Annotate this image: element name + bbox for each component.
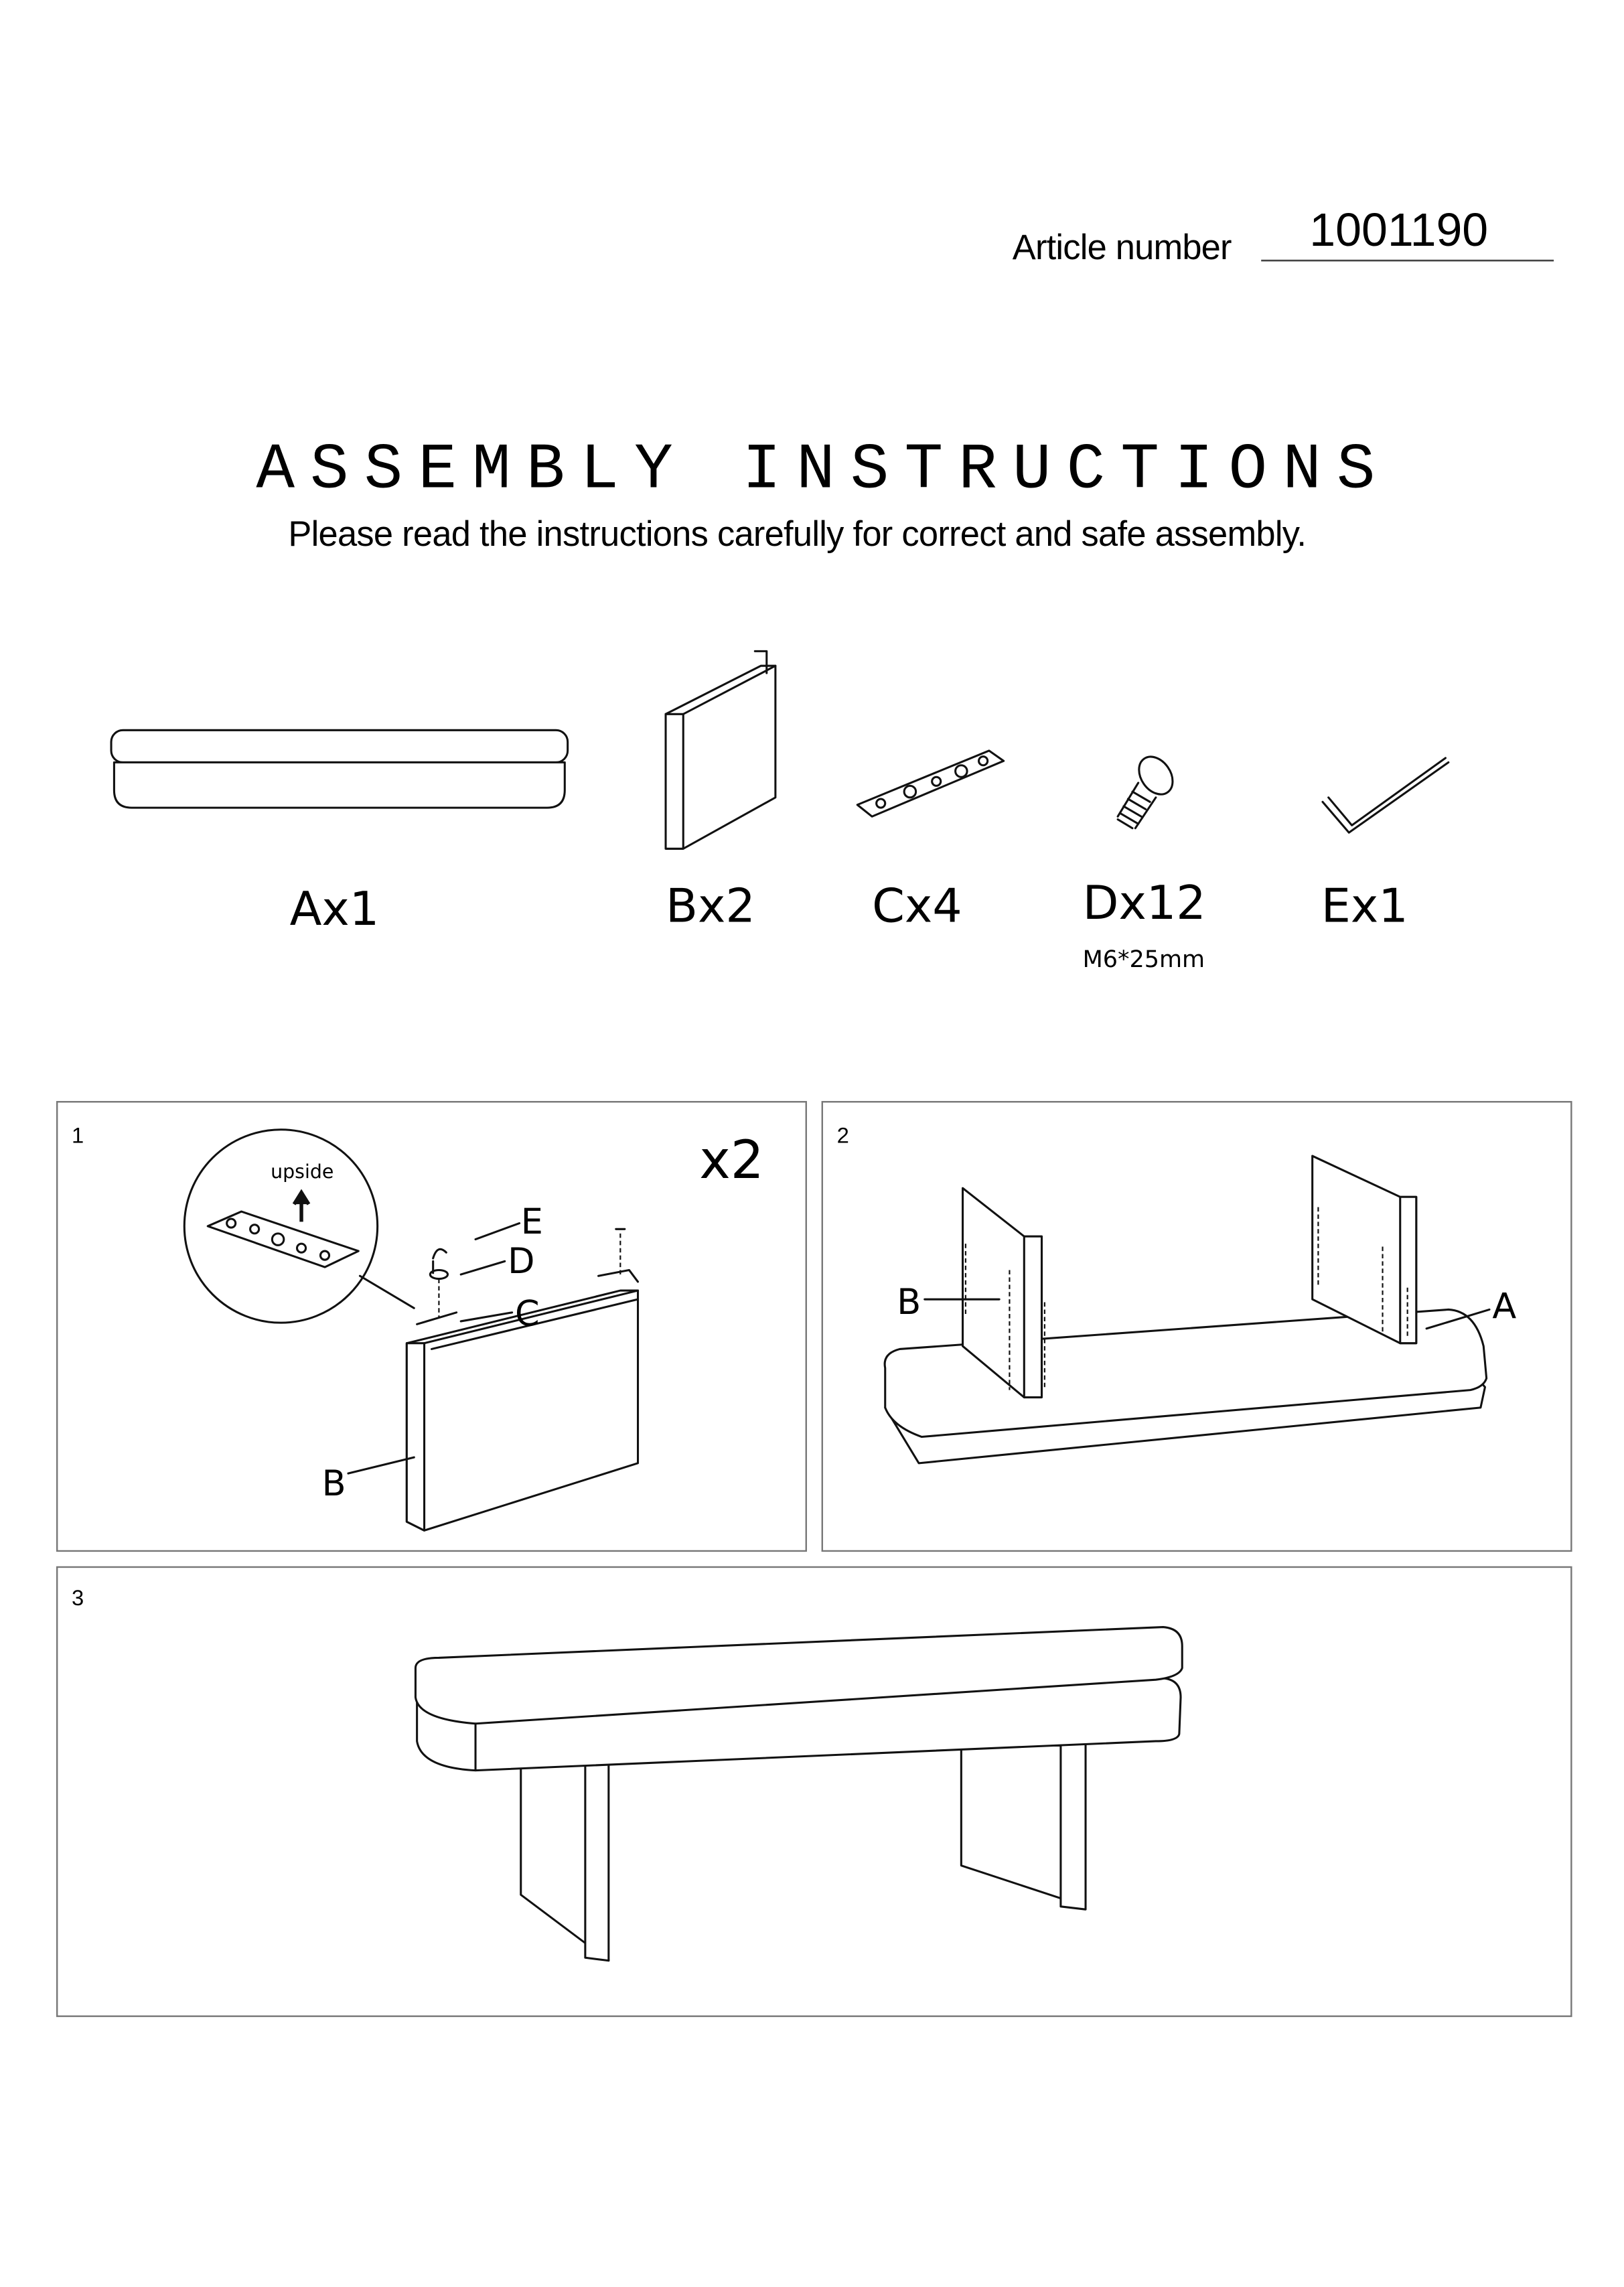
part-a-label: Ax1 (290, 882, 380, 936)
part-b-label: Bx2 (666, 879, 755, 934)
step-3-panel: 3 (56, 1566, 1572, 2017)
label-c: C (515, 1293, 540, 1334)
allen-key-icon (1321, 757, 1450, 834)
arrow-up-icon (292, 1189, 311, 1222)
step-number: 3 (72, 1585, 84, 1610)
step-2-panel: 2 B A (821, 1101, 1572, 1552)
leg-panel-icon (664, 650, 777, 850)
label-b: B (897, 1282, 921, 1323)
bench-seat-icon (110, 729, 569, 809)
step-1-panel: 1 x2 upside E D C B (56, 1101, 807, 1552)
label-e: E (521, 1201, 543, 1242)
label-b: B (322, 1463, 346, 1504)
part-d-spec: M6*25mm (1083, 946, 1205, 973)
part-c-label: Cx4 (872, 879, 962, 934)
part-d-label: Dx12 (1083, 876, 1206, 930)
page-title: ASSEMBLY INSTRUCTIONS (256, 434, 1375, 507)
step-multiplier: x2 (699, 1129, 764, 1191)
part-e-label: Ex1 (1321, 879, 1408, 934)
detail-callout-circle (183, 1128, 379, 1324)
label-a: A (1492, 1286, 1516, 1327)
step-number: 1 (72, 1122, 84, 1147)
upside-label: upside (271, 1161, 334, 1183)
article-number-value: 1001190 (1309, 204, 1488, 256)
article-number-label: Article number (1013, 228, 1232, 267)
page-subtitle: Please read the instructions carefully f… (288, 515, 1307, 554)
screw-icon (1116, 755, 1174, 830)
assembled-bench-illustration (414, 1626, 1183, 1962)
label-d: D (508, 1241, 534, 1282)
step-number: 2 (837, 1122, 849, 1147)
mounting-plate-icon (856, 749, 1005, 818)
